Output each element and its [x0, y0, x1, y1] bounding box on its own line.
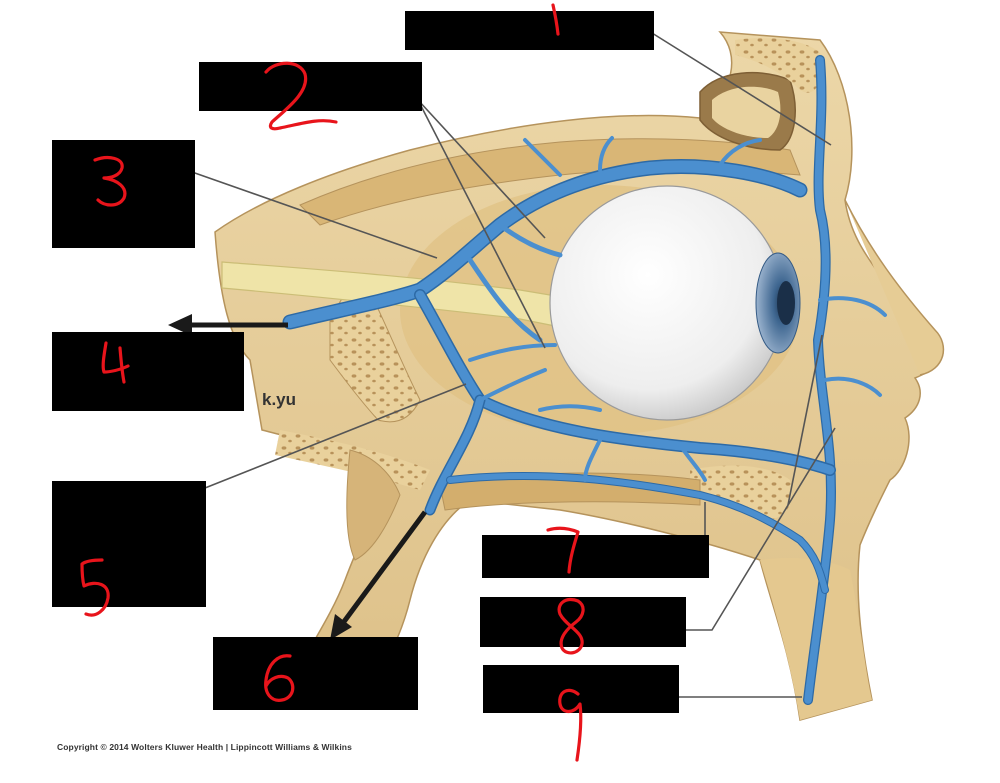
ophthalmic-veins — [282, 55, 887, 705]
label-box-1[interactable] — [405, 11, 654, 50]
handwritten-number-3: 3 — [93, 156, 127, 207]
label-box-7[interactable] — [482, 535, 709, 578]
handwritten-number-2: 2 — [264, 61, 338, 131]
label-box-2[interactable] — [199, 62, 422, 111]
leader-1 — [651, 32, 832, 146]
leader-8b — [787, 334, 823, 506]
arrow-4-head — [168, 314, 192, 336]
drainage-arrows — [168, 314, 428, 640]
handwritten-number-4: 4 — [101, 341, 130, 384]
handwritten-number-1: 1 — [551, 3, 560, 36]
handwritten-numbers: 1 2 3 4 5 6 7 8 — [80, 3, 585, 762]
leader-lines — [191, 32, 836, 698]
eyeball — [549, 185, 801, 421]
leader-3 — [191, 171, 438, 259]
leader-2b — [417, 99, 546, 349]
handwritten-number-6: 6 — [264, 654, 295, 702]
leader-2a — [417, 99, 546, 239]
leader-5 — [204, 383, 467, 489]
label-box-5[interactable] — [52, 481, 206, 607]
label-box-4[interactable] — [52, 332, 244, 411]
handwritten-number-9: 9 — [558, 688, 583, 762]
watermark-text: k.yu — [262, 390, 296, 409]
label-box-6[interactable] — [213, 637, 418, 710]
handwritten-number-7: 7 — [546, 526, 580, 574]
copyright-notice: Copyright © 2014 Wolters Kluwer Health |… — [57, 742, 352, 752]
arrow-6-head — [330, 614, 352, 640]
leader-8a — [685, 427, 836, 631]
arrow-6-line — [340, 510, 428, 625]
handwritten-number-5: 5 — [80, 558, 110, 617]
handwritten-number-8: 8 — [557, 597, 585, 655]
